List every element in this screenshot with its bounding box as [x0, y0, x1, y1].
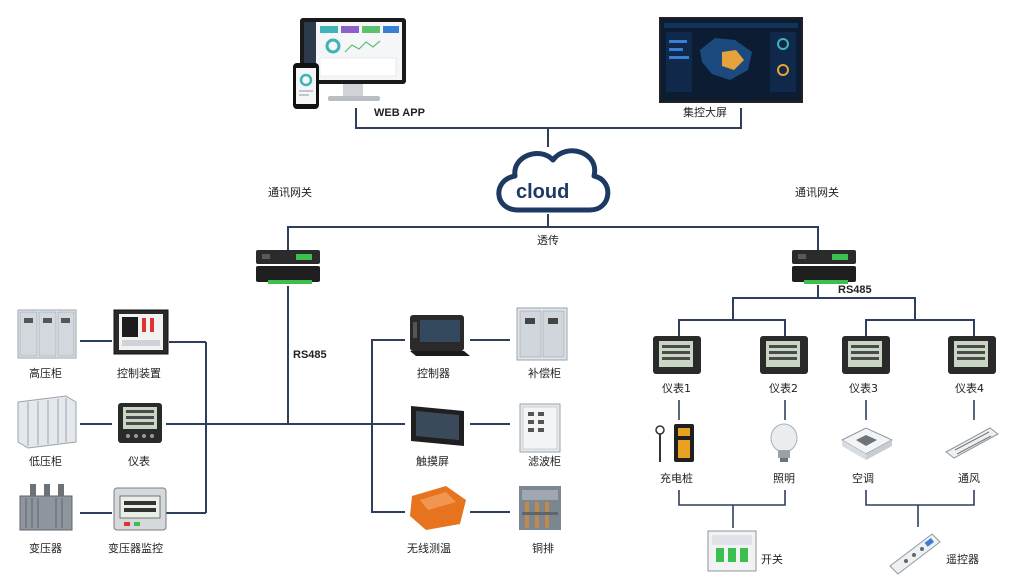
cloud-label: cloud: [516, 181, 569, 203]
dashboard-line-chart: [344, 40, 381, 53]
dashboard-donut-chart: [325, 38, 341, 54]
left-gateway-device: [256, 250, 320, 284]
remote-control-icon: [889, 533, 941, 575]
dashboard-card-blue: [383, 26, 399, 33]
meter12-branch-wire: [678, 319, 786, 336]
copper-bar-label: 铜排: [532, 541, 554, 555]
switch-icon: [707, 530, 757, 572]
meter-icon: [118, 403, 162, 443]
transformer-monitor-label: 变压器监控: [108, 541, 163, 555]
connection-wires: [80, 108, 975, 528]
light-bulb-icon: [770, 423, 798, 462]
web-app-devices: [293, 18, 406, 109]
touch-screen-icon: [411, 406, 464, 446]
gateway-terminal: [296, 254, 312, 260]
phone-text-line: [299, 94, 309, 96]
monitor-stand: [328, 96, 380, 101]
lighting-label: 照明: [773, 472, 795, 485]
web-app-label: WEB APP: [374, 107, 425, 119]
big-screen-display: [659, 17, 803, 103]
air-conditioner-label: 空调: [852, 471, 874, 485]
transformer-icon: [19, 484, 73, 531]
wireless-temp-label: 无线测温: [407, 541, 451, 555]
phone-text-line: [299, 90, 313, 92]
controller-icon: [410, 315, 470, 356]
meter4-icon: [948, 336, 996, 374]
big-screen-bar: [669, 40, 687, 43]
meter2-label: 仪表2: [769, 381, 798, 395]
transparent-transmission-label: 透传: [537, 234, 559, 247]
gateway-bottom-unit: [792, 266, 856, 282]
meter3-icon: [842, 336, 890, 374]
right-rs485-label: RS485: [838, 284, 872, 296]
meter2-icon: [760, 336, 808, 374]
compensation-cabinet-label: 补偿柜: [528, 366, 561, 380]
big-screen-header: [664, 23, 798, 28]
transformer-label: 变压器: [29, 541, 62, 555]
middle-device-riser-wire: [371, 339, 405, 513]
meter1-icon: [653, 336, 701, 374]
charging-pile-icon: [655, 424, 694, 462]
meter3-label: 仪表3: [849, 381, 878, 395]
gateway-bottom-unit: [256, 266, 320, 282]
copper-bar-icon: [519, 486, 561, 530]
right-gateway-label: 通讯网关: [795, 185, 839, 199]
transformer-monitor-icon: [113, 487, 167, 531]
right-rs485-split-wire: [732, 297, 916, 320]
cloud-icon: cloud: [496, 148, 611, 213]
big-screen-gauge: [777, 38, 789, 50]
gateway-port: [798, 254, 806, 259]
meter4-label: 仪表4: [955, 381, 984, 395]
gateway-top-unit: [792, 250, 856, 264]
air-conditioner-icon: [840, 427, 894, 460]
control-device-label: 控制装置: [117, 366, 161, 380]
filter-cabinet-label: 滤波柜: [528, 455, 561, 468]
low-voltage-cabinet-label: 低压柜: [29, 455, 62, 468]
meter34-branch-wire: [865, 319, 975, 336]
right-gateway-device: [792, 250, 856, 284]
dashboard-card-green: [362, 26, 380, 33]
high-voltage-cabinet-icon: [17, 309, 77, 359]
meter1-label: 仪表1: [662, 381, 691, 395]
dashboard-table: [319, 57, 397, 77]
cloud-outline: [496, 148, 611, 213]
high-voltage-cabinet-label: 高压柜: [29, 366, 62, 380]
big-screen-gauge: [777, 64, 789, 76]
monitor-neck: [343, 84, 363, 98]
switch-label: 开关: [761, 552, 783, 566]
remote-control-label: 遥控器: [946, 552, 979, 566]
big-screen-label: 集控大屏: [683, 105, 727, 119]
gateway-transparent-wire: [287, 226, 819, 250]
meter-label: 仪表: [128, 454, 150, 468]
gateway-terminal-block: [268, 280, 312, 284]
big-screen-bar: [669, 56, 689, 59]
left-gateway-label: 通讯网关: [268, 185, 312, 199]
dashboard-card-purple: [341, 26, 359, 33]
controller-label: 控制器: [417, 366, 450, 380]
phone-donut-chart: [299, 73, 313, 87]
remote-collector-wire: [865, 490, 975, 506]
filter-cabinet-icon: [519, 403, 561, 453]
low-voltage-cabinet-icon: [17, 395, 77, 449]
switch-collector-wire: [678, 490, 786, 506]
gateway-top-unit: [256, 250, 320, 264]
ventilation-icon: [945, 427, 999, 459]
control-device-icon: [113, 309, 169, 355]
compensation-cabinet-icon: [516, 307, 568, 361]
touch-screen-label: 触摸屏: [416, 454, 449, 468]
left-rs485-label: RS485: [293, 349, 327, 361]
big-screen-bar: [669, 48, 683, 51]
gateway-port: [262, 254, 270, 259]
map-heat-region: [722, 50, 744, 70]
charging-pile-label: 充电桩: [660, 471, 693, 485]
big-screen-right-panel: [770, 32, 796, 92]
wireless-temp-sensor-icon: [410, 486, 466, 530]
gateway-terminal: [832, 254, 848, 260]
dashboard-card-teal: [320, 26, 338, 33]
ventilation-label: 通风: [958, 472, 980, 485]
gateway-terminal-block: [804, 280, 848, 284]
